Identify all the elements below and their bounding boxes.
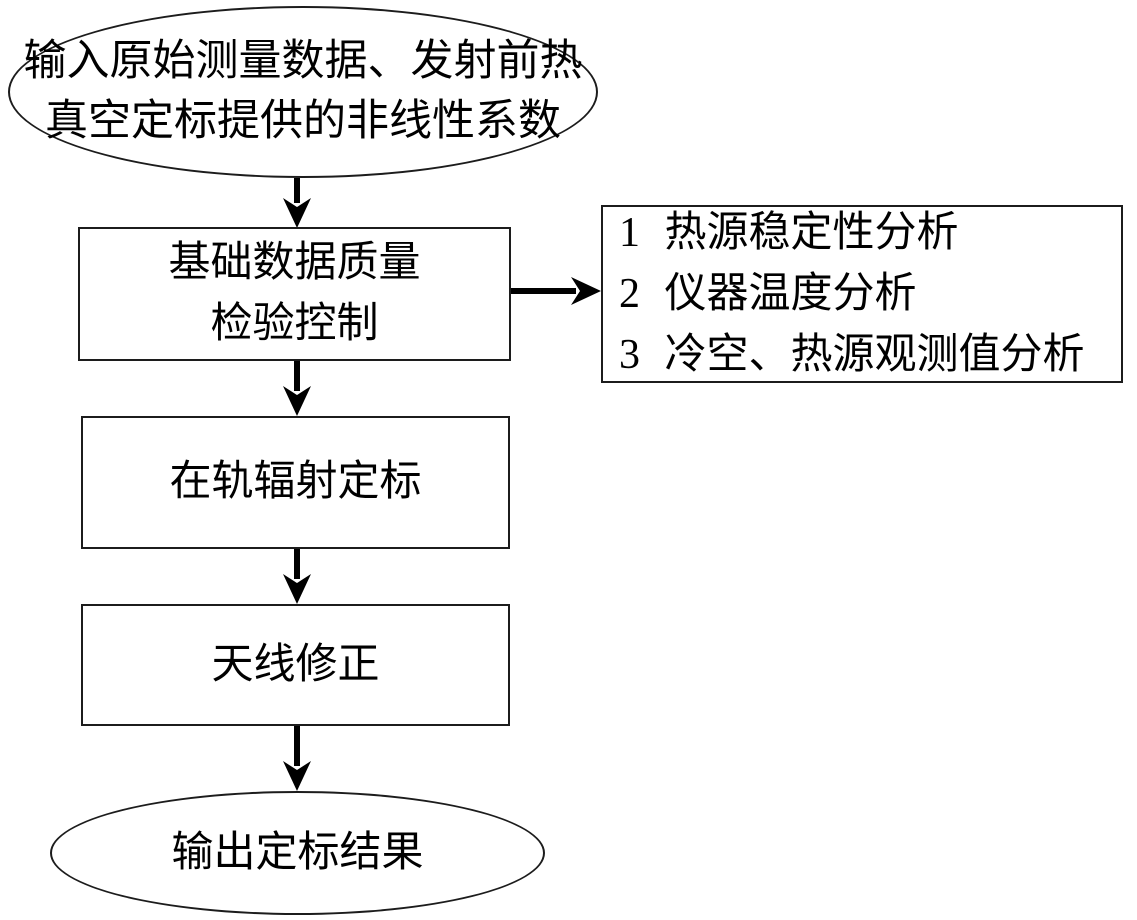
- process-box-onorbit-radiometric-calibration: 在轨辐射定标: [81, 416, 510, 549]
- process-box-data-quality-control: 基础数据质量 检验控制: [78, 227, 511, 361]
- arrow-quality-to-analysis: [511, 277, 601, 305]
- annotation-box-analysis-list: 1 热源稳定性分析 2 仪器温度分析 3 冷空、热源观测值分析: [601, 205, 1123, 383]
- arrow-input-to-quality: [283, 178, 311, 228]
- antenna-label: 天线修正: [211, 641, 380, 688]
- input-line-2: 真空定标提供的非线性系数: [45, 98, 561, 145]
- arrow-quality-to-calibration: [283, 361, 311, 416]
- analysis-list-item-3: 3 冷空、热源观测值分析: [619, 331, 1085, 378]
- process-box-antenna-correction: 天线修正: [81, 604, 510, 726]
- analysis-list-item-2: 2 仪器温度分析: [619, 270, 917, 317]
- input-line-1: 输入原始测量数据、发射前热: [23, 38, 583, 85]
- quality-line-2: 检验控制: [210, 301, 379, 347]
- start-terminator-input-data: 输入原始测量数据、发射前热 真空定标提供的非线性系数: [8, 6, 598, 178]
- end-terminator-output-result: 输出定标结果: [50, 791, 545, 915]
- arrow-calibration-to-antenna: [283, 549, 311, 604]
- arrow-antenna-to-output: [283, 726, 311, 791]
- output-label: 输出定标结果: [171, 829, 424, 876]
- analysis-list-item-1: 1 热源稳定性分析: [619, 209, 959, 256]
- calibration-label: 在轨辐射定标: [169, 459, 422, 505]
- quality-line-1: 基础数据质量: [168, 240, 421, 286]
